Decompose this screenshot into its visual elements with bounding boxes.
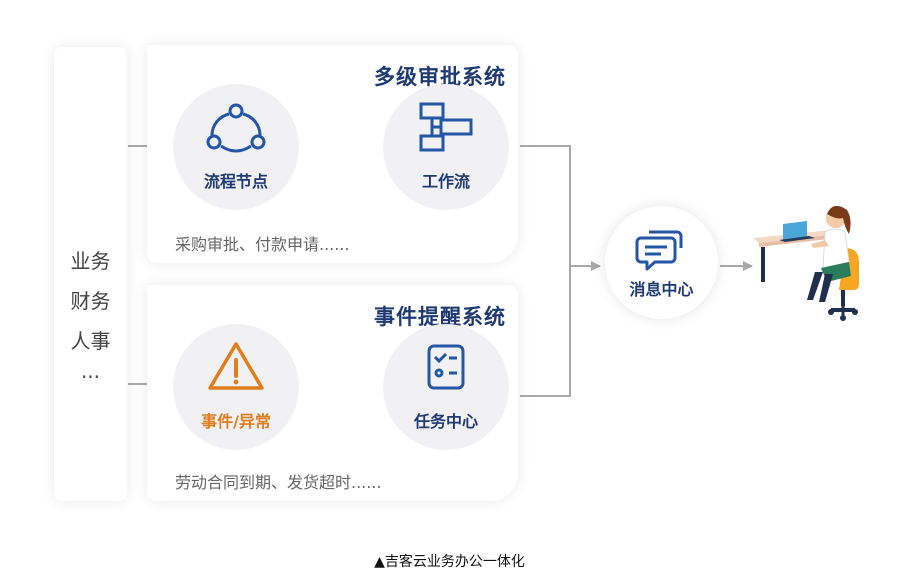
event-node-circle: 事件/异常 [173, 324, 299, 450]
checklist-icon [427, 344, 465, 390]
message-center-hub: 消息中心 [605, 206, 718, 319]
warning-icon [208, 342, 264, 390]
process-node-circle: 流程节点 [173, 84, 299, 210]
message-center-label: 消息中心 [629, 280, 694, 299]
figure-caption: ▲吉客云业务办公一体化 [374, 554, 525, 570]
source-item-more: ... [80, 359, 101, 383]
source-column: 业务 财务 人事 ... [54, 47, 127, 501]
event-node-label: 事件/异常 [201, 412, 271, 431]
source-item-business: 业务 [70, 249, 111, 273]
process-node-icon [206, 103, 266, 153]
source-item-hr: 人事 [70, 329, 111, 353]
workflow-circle: 工作流 [383, 84, 509, 210]
workflow-icon [419, 102, 473, 152]
approval-desc: 采购审批、付款申请...... [175, 235, 350, 254]
bracket-to-hub [520, 145, 571, 397]
approval-panel: 多级审批系统 采购审批、付款申请...... [147, 45, 518, 263]
task-center-circle: 任务中心 [383, 324, 509, 450]
workflow-label: 工作流 [421, 172, 470, 191]
source-item-finance: 财务 [70, 289, 111, 313]
task-center-label: 任务中心 [413, 412, 478, 431]
process-node-label: 流程节点 [203, 172, 268, 191]
person-at-desk-illustration [753, 205, 859, 321]
event-desc: 劳动合同到期、发货超时...... [175, 473, 382, 492]
source-list: 业务 财务 人事 ... [54, 241, 127, 381]
chat-bubble-icon [635, 230, 683, 271]
